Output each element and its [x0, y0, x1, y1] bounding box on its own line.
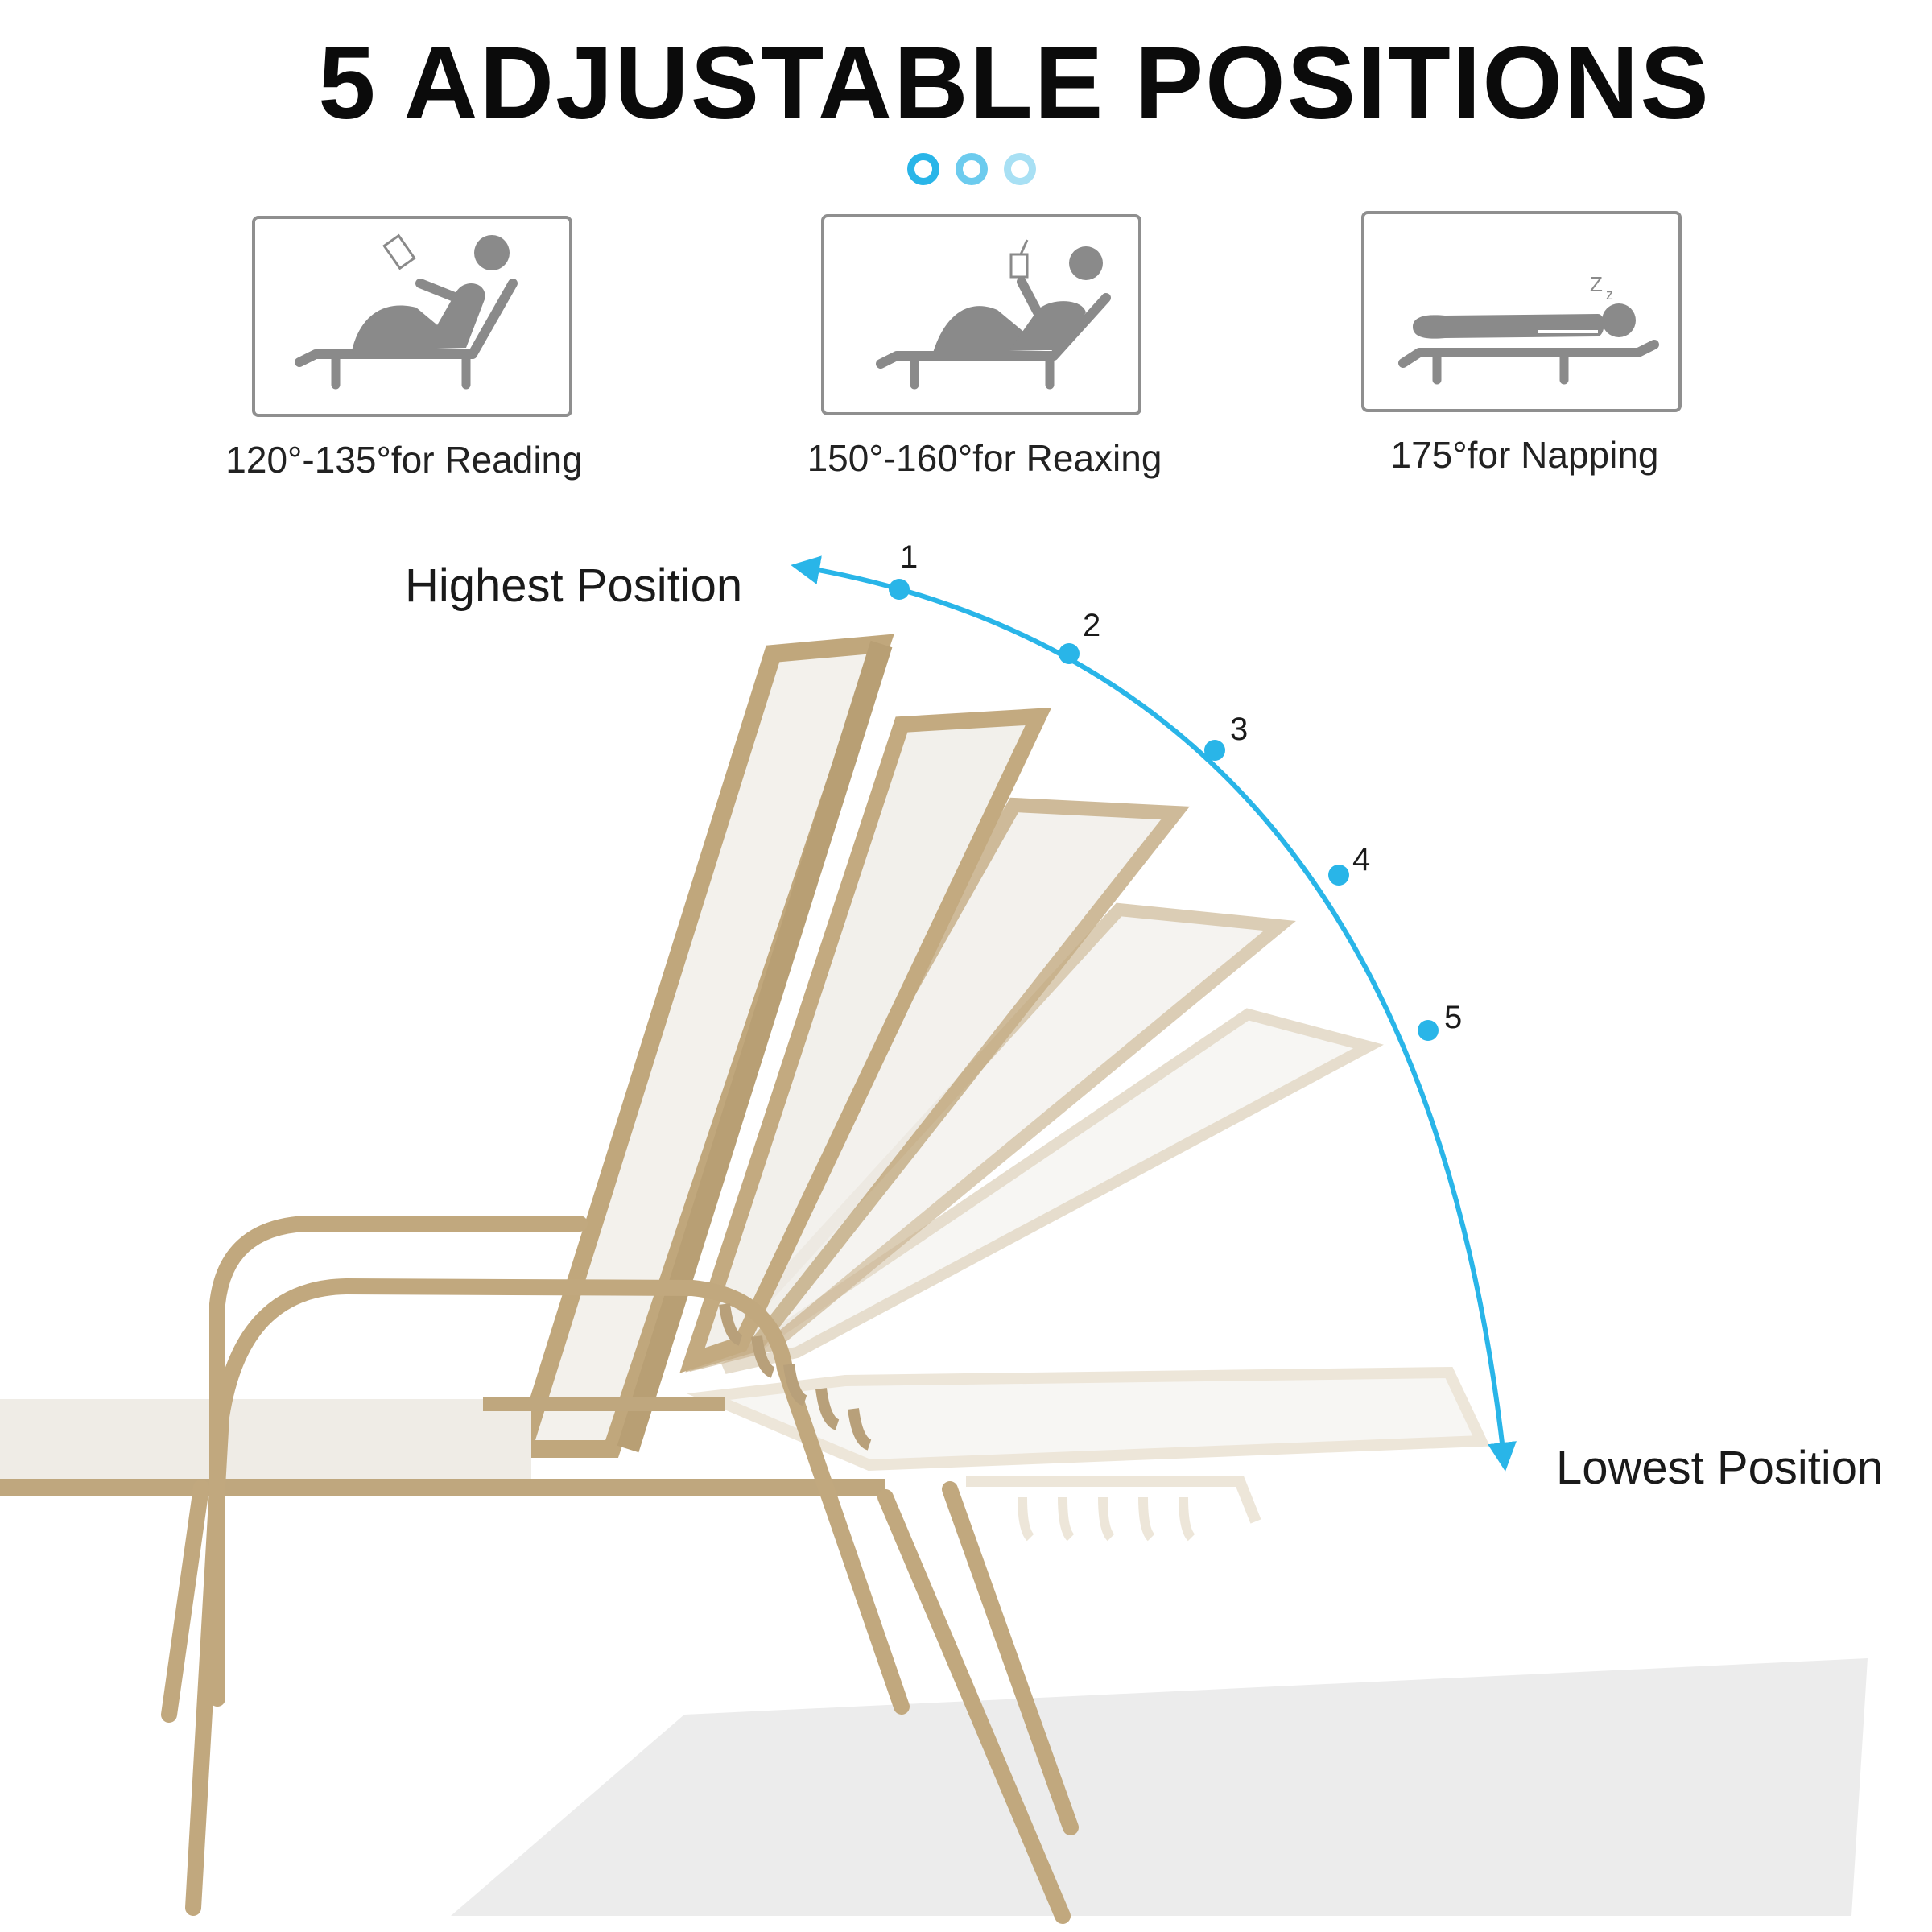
- svg-text:z: z: [1606, 287, 1613, 303]
- position-card-reading: [252, 216, 572, 417]
- lowest-position-label: Lowest Position: [1556, 1442, 1884, 1494]
- arc-dot-3: [1204, 740, 1225, 761]
- arc-dot-4: [1328, 865, 1349, 886]
- position-card-napping: Z z: [1361, 211, 1682, 412]
- chair-seat: [0, 1397, 886, 1496]
- chair-armrests: [185, 1216, 910, 1916]
- step-label-2: 2: [1083, 608, 1101, 643]
- step-label-1: 1: [900, 539, 919, 575]
- arc-dot-5: [1418, 1020, 1439, 1041]
- dot-3: [1004, 153, 1036, 185]
- dot-2: [956, 153, 988, 185]
- arc-dot-1: [889, 579, 910, 600]
- angle-arc: [791, 555, 1517, 1472]
- step-label-5: 5: [1444, 1000, 1463, 1035]
- napping-recliner-icon: Z z: [1398, 272, 1659, 385]
- chair-legs: [161, 1480, 1079, 1924]
- svg-text:Z: Z: [1590, 272, 1603, 296]
- position-label-napping: 175°for Napping: [1390, 434, 1659, 476]
- relaxing-recliner-icon: [876, 239, 1111, 390]
- page-title: 5 ADJUSTABLE POSITIONS: [318, 26, 1711, 141]
- step-label-4: 4: [1352, 842, 1371, 877]
- dot-1: [907, 153, 939, 185]
- floor-shadow: [451, 1658, 1868, 1916]
- arc-step-dots: [889, 579, 1439, 1041]
- position-card-relaxing: [821, 214, 1141, 415]
- position-label-reading: 120°-135°for Reading: [225, 439, 583, 481]
- highest-position-label: Highest Position: [405, 559, 743, 612]
- arc-dot-2: [1059, 643, 1080, 664]
- position-label-relaxing: 150°-160°for Reaxing: [807, 437, 1162, 479]
- pagination-dots: [907, 153, 1044, 188]
- step-label-3: 3: [1230, 712, 1249, 747]
- reading-recliner-icon: [295, 233, 518, 390]
